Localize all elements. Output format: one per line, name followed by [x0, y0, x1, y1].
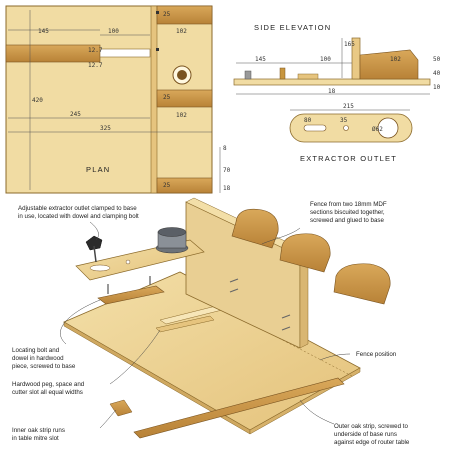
plan-dim-12-7a: 12.7	[88, 47, 103, 54]
outer-oak-strip	[133, 377, 345, 439]
plan-view: 145 100 102 25 12.7 12.7 420 245 325 25 …	[5, 5, 231, 194]
plan-dim-245: 245	[70, 111, 81, 118]
annotations: Adjustable extractor outlet clamped to b…	[12, 201, 410, 446]
plan-dim-8: 8	[223, 145, 227, 152]
exploded-view	[63, 197, 391, 439]
plan-dim-25-top: 25	[163, 11, 171, 18]
oak-block-3	[333, 263, 391, 305]
note-inner-strip-line1: Inner oak strip runs	[12, 427, 65, 434]
plan-dim-102-b: 102	[176, 112, 187, 119]
outlet-dim-62: Ø62	[372, 126, 383, 133]
note-fence-line2: sections biscuited together,	[310, 209, 385, 216]
clamp-knob-icon	[85, 235, 103, 251]
plan-dim-420: 420	[32, 97, 43, 104]
side-elevation-title: SIDE ELEVATION	[254, 23, 331, 32]
side-dim-18: 18	[328, 88, 336, 95]
plan-dim-12-7b: 12.7	[88, 62, 103, 69]
extractor-outlet-view: 215 80 35 Ø62 EXTRACTOR OUTLET	[289, 103, 413, 163]
note-fence-position: Fence position	[356, 351, 397, 358]
side-elevation: SIDE ELEVATION 165 145 100 102 50 40 10 …	[233, 23, 441, 95]
outlet-title: EXTRACTOR OUTLET	[300, 154, 397, 163]
plan-dim-18: 18	[223, 185, 231, 192]
oak-block-1	[231, 208, 279, 249]
locating-block	[97, 285, 165, 305]
note-locating-line2: dowel in hardwood	[12, 355, 64, 362]
plan-dim-70: 70	[223, 167, 231, 174]
side-dim-165: 165	[344, 41, 355, 48]
plan-title: PLAN	[86, 165, 110, 174]
outlet-dim-80: 80	[304, 117, 312, 124]
note-locating-line3: piece, screwed to base	[12, 363, 76, 370]
side-dim-50: 50	[433, 56, 441, 63]
side-dim-145: 145	[255, 56, 266, 63]
plan-oak-strip	[5, 44, 101, 63]
side-dim-100: 100	[320, 56, 331, 63]
plan-dim-25-mid: 25	[163, 94, 171, 101]
plan-dim-102: 102	[176, 28, 187, 35]
plan-dim-145: 145	[38, 28, 49, 35]
side-dim-40: 40	[433, 70, 441, 77]
note-peg-line1: Hardwood peg, space and	[12, 381, 85, 388]
oak-block-2	[279, 233, 331, 273]
outlet-dim-215: 215	[343, 103, 354, 110]
note-locating-line1: Locating bolt and	[12, 347, 60, 354]
note-adjustable-line2: in use, located with dowel and clamping …	[18, 213, 139, 220]
note-outer-strip-line1: Outer oak strip, screwed to	[334, 423, 408, 430]
outlet-dim-35: 35	[340, 117, 348, 124]
side-dim-102: 102	[390, 56, 401, 63]
note-inner-strip-line2: in table mitre slot	[12, 435, 59, 442]
note-fence-line1: Fence from two 18mm MDF	[310, 201, 387, 208]
plan-dim-25-bot: 25	[163, 182, 171, 189]
note-outer-strip-line3: against edge of router table	[334, 439, 410, 446]
note-outer-strip-line2: underside of base runs	[334, 431, 397, 438]
note-fence-line3: screwed and glued to base	[310, 217, 385, 224]
note-peg-line2: cutter slot all equal widths	[12, 389, 83, 396]
plan-dim-100: 100	[108, 28, 119, 35]
plan-dim-325: 325	[100, 125, 111, 132]
side-dim-10: 10	[433, 84, 441, 91]
note-adjustable-line1: Adjustable extractor outlet clamped to b…	[18, 205, 137, 212]
